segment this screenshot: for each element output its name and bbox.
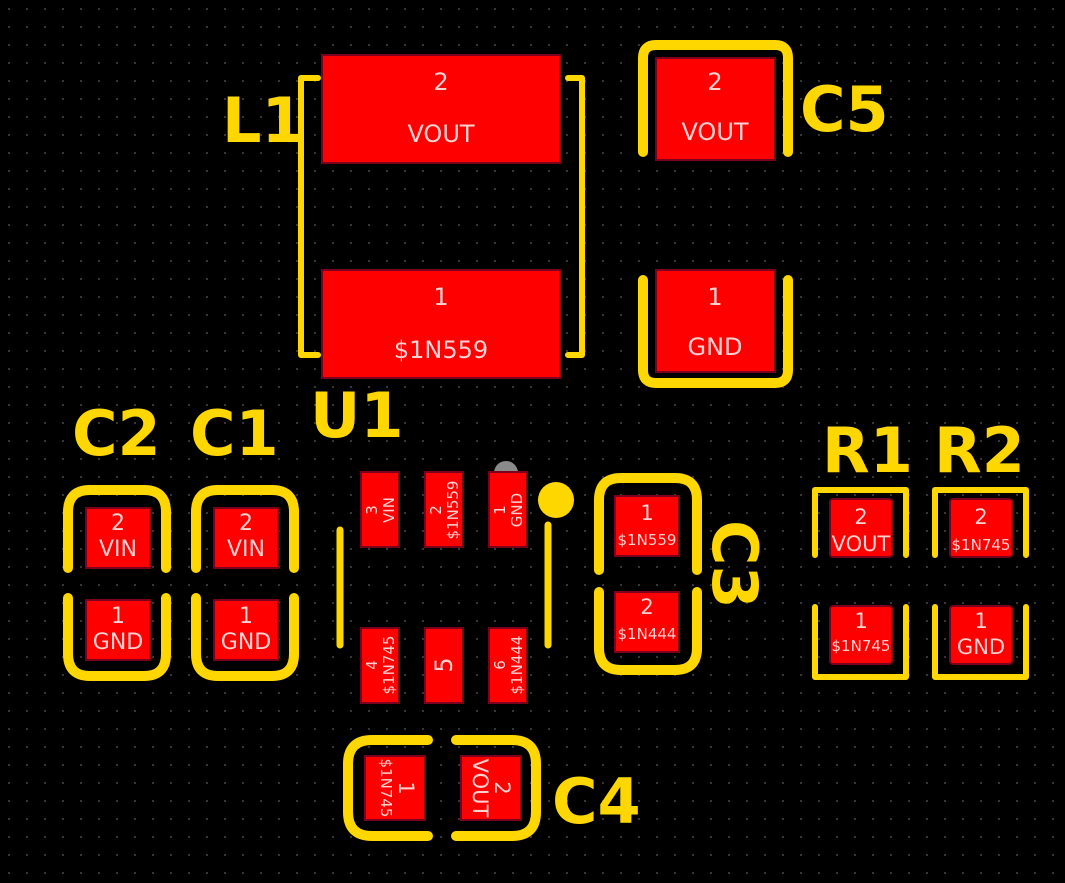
pad-number: 2 bbox=[427, 505, 445, 515]
pad-net: $1N745 bbox=[832, 637, 891, 655]
pad-C1-2[interactable]: 2 VIN bbox=[213, 507, 279, 569]
pad-R1-1[interactable]: 1 $1N745 bbox=[829, 605, 893, 665]
pad-net: $1N745 bbox=[377, 759, 395, 818]
pad-U1-5[interactable]: 5 bbox=[424, 627, 464, 704]
pad-number: 6 bbox=[491, 660, 509, 670]
pad-net: GND bbox=[508, 493, 526, 527]
pad-R2-1[interactable]: 1 GND bbox=[949, 605, 1013, 665]
component-C2[interactable]: C2 2 VIN 1 GND bbox=[63, 397, 171, 681]
pad-number: 5 bbox=[430, 657, 458, 672]
pad-number: 2 bbox=[707, 68, 722, 96]
pad-number: 3 bbox=[363, 505, 381, 515]
pad-U1-6[interactable]: 6 $1N444 bbox=[488, 627, 528, 704]
pad-net: VIN bbox=[380, 497, 398, 523]
pad-net: $1N559 bbox=[618, 531, 677, 549]
pad-net: VOUT bbox=[832, 532, 891, 556]
pad-C5-2[interactable]: 2 VOUT bbox=[655, 57, 776, 161]
pad-number: 1 bbox=[394, 781, 418, 794]
pad-C3-2[interactable]: 2 $1N444 bbox=[614, 591, 680, 653]
pad-C5-1[interactable]: 1 GND bbox=[655, 269, 776, 373]
ref-C1: C1 bbox=[190, 397, 279, 470]
ref-C4: C4 bbox=[552, 765, 641, 838]
pad-net: $1N745 bbox=[380, 636, 398, 695]
component-C3[interactable]: C3 1 $1N559 2 $1N444 bbox=[594, 473, 771, 675]
pad-net: VOUT bbox=[468, 759, 492, 818]
pad-net: GND bbox=[221, 630, 271, 655]
pad-R1-2[interactable]: 2 VOUT bbox=[829, 498, 893, 558]
pad-number: 2 bbox=[854, 505, 867, 529]
ref-U1: U1 bbox=[310, 379, 403, 452]
ref-C3: C3 bbox=[698, 520, 771, 609]
pad-R2-2[interactable]: 2 $1N745 bbox=[949, 498, 1013, 558]
ref-R2: R2 bbox=[934, 414, 1025, 487]
pad-number: 1 bbox=[854, 609, 867, 633]
pad-number: 2 bbox=[974, 505, 987, 529]
pad-number: 1 bbox=[640, 501, 653, 525]
component-L1[interactable]: L1 2 VOUT 1 $1N559 bbox=[222, 54, 585, 379]
pad-L1-2[interactable]: 2 VOUT bbox=[321, 54, 561, 164]
pad-number: 1 bbox=[433, 283, 448, 311]
pad-C1-1[interactable]: 1 GND bbox=[213, 599, 279, 661]
pad-net: VOUT bbox=[407, 120, 474, 148]
pad-net: $1N444 bbox=[508, 636, 526, 695]
pad-net: GND bbox=[93, 630, 143, 655]
pad-net: VIN bbox=[99, 537, 137, 562]
pad-number: 1 bbox=[491, 505, 509, 515]
pad-net: $1N745 bbox=[952, 536, 1011, 554]
ref-R1: R1 bbox=[822, 414, 913, 487]
pad-C4-2[interactable]: 2 VOUT bbox=[460, 755, 522, 821]
component-C1[interactable]: C1 2 VIN 1 GND bbox=[190, 397, 299, 681]
pad-number: 2 bbox=[490, 781, 514, 794]
component-C5[interactable]: C5 2 VOUT 1 GND bbox=[638, 40, 889, 388]
pad-C4-1[interactable]: 1 $1N745 bbox=[364, 755, 426, 821]
component-R1[interactable]: R1 2 VOUT 1 $1N745 bbox=[812, 414, 913, 680]
pad-net: GND bbox=[957, 635, 1005, 659]
pad-net: $1N559 bbox=[444, 481, 462, 540]
pad-number: 2 bbox=[239, 511, 253, 536]
pad-number: 1 bbox=[707, 283, 722, 311]
pad-U1-2[interactable]: 2 $1N559 bbox=[424, 471, 464, 548]
pad-number: 2 bbox=[640, 595, 653, 619]
pad-C2-2[interactable]: 2 VIN bbox=[85, 507, 151, 569]
ref-C2: C2 bbox=[72, 397, 161, 470]
pad-net: $1N559 bbox=[394, 336, 488, 364]
pin1-marker-dot bbox=[538, 482, 574, 518]
component-R2[interactable]: R2 2 $1N745 1 GND bbox=[932, 414, 1029, 680]
pad-number: 1 bbox=[239, 604, 253, 629]
pad-U1-4[interactable]: 4 $1N745 bbox=[360, 627, 400, 704]
component-U1[interactable]: U1 3 VIN 2 $1N559 1 GND 4 $1N745 5 bbox=[310, 379, 574, 704]
pad-C2-1[interactable]: 1 GND bbox=[85, 599, 151, 661]
component-C4[interactable]: C4 1 $1N745 2 VOUT bbox=[343, 735, 641, 841]
pad-number: 1 bbox=[974, 609, 987, 633]
pad-net: $1N444 bbox=[618, 625, 677, 643]
ref-C5: C5 bbox=[800, 73, 889, 146]
pad-U1-3[interactable]: 3 VIN bbox=[360, 471, 400, 548]
pad-number: 2 bbox=[111, 511, 125, 536]
pad-C3-1[interactable]: 1 $1N559 bbox=[614, 495, 680, 557]
pad-number: 1 bbox=[111, 604, 125, 629]
pad-number: 4 bbox=[363, 660, 381, 670]
pad-U1-1[interactable]: 1 GND bbox=[488, 471, 528, 548]
pad-net: VOUT bbox=[681, 118, 748, 146]
pad-number: 2 bbox=[433, 68, 448, 96]
pad-net: GND bbox=[687, 333, 742, 361]
pad-L1-1[interactable]: 1 $1N559 bbox=[321, 269, 561, 379]
pad-net: VIN bbox=[227, 537, 265, 562]
ref-L1: L1 bbox=[222, 84, 305, 157]
